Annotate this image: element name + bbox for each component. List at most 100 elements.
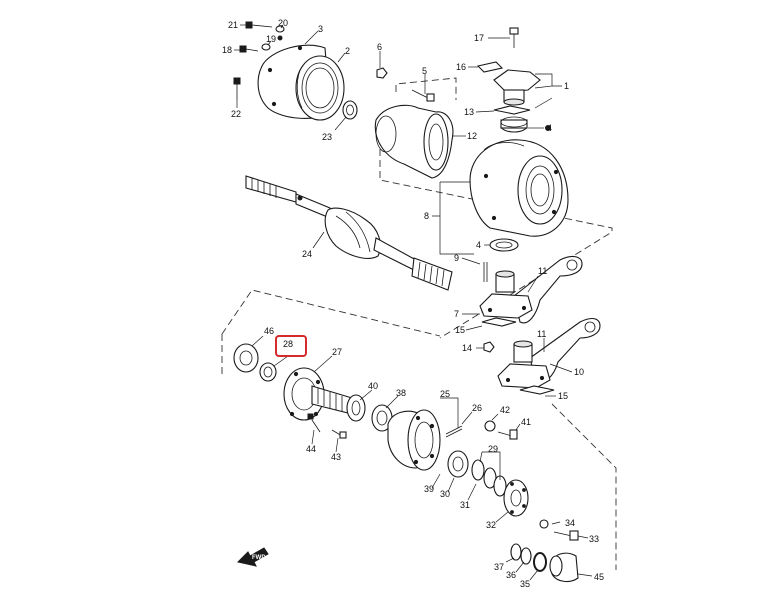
label-37: 37 <box>494 562 504 572</box>
part-24-drive-shaft <box>245 175 453 291</box>
label-33: 33 <box>589 534 599 544</box>
label-9: 9 <box>454 253 459 263</box>
label-4-upper: 4 <box>547 123 552 133</box>
part-4-bearing-upper <box>500 116 551 133</box>
part-16-plate <box>476 61 504 73</box>
part-29-rings <box>471 459 507 497</box>
part-35-o-ring <box>533 552 547 572</box>
label-8: 8 <box>424 211 429 221</box>
part-38-seal <box>371 404 393 432</box>
label-38: 38 <box>396 388 406 398</box>
part-15-shim-lower <box>519 385 555 395</box>
label-11-upper: 11 <box>538 266 547 276</box>
part-23-washer <box>342 100 358 120</box>
part-42-washer <box>484 420 496 432</box>
part-20-washer <box>275 25 285 41</box>
part-27-spindle-hub <box>283 367 353 421</box>
part-2-oil-seal-ring <box>295 55 345 121</box>
part-40-bearing <box>346 394 366 422</box>
highlight-box-part-28 <box>275 335 307 357</box>
part-36-ring <box>520 547 532 565</box>
part-26-stud <box>445 425 463 438</box>
label-12: 12 <box>467 131 477 141</box>
label-16: 16 <box>456 62 466 72</box>
part-5-bolt <box>411 89 435 102</box>
part-32-flange <box>503 479 529 517</box>
label-14: 14 <box>462 343 472 353</box>
part-45-hub-cap <box>549 552 579 583</box>
label-22: 22 <box>231 109 241 119</box>
label-15-lower: 15 <box>558 391 568 401</box>
label-11-lower: 11 <box>537 329 546 339</box>
label-27: 27 <box>332 347 342 357</box>
part-4-bearing-lower <box>489 238 519 252</box>
part-10-lower-kingpin <box>497 340 551 389</box>
label-39: 39 <box>424 484 434 494</box>
label-2: 2 <box>345 46 350 56</box>
part-30-bearing <box>447 450 469 478</box>
part-1-kingpin-cap <box>493 69 541 106</box>
part-15-shim-upper <box>481 317 517 327</box>
assembly-frame-lower <box>221 289 617 570</box>
label-46: 46 <box>264 326 274 336</box>
label-6: 6 <box>377 42 382 52</box>
label-23: 23 <box>322 132 332 142</box>
part-6-nut <box>376 67 388 79</box>
label-32: 32 <box>486 520 496 530</box>
part-21-bolt <box>245 21 273 29</box>
part-43-bolt <box>331 429 347 439</box>
label-19: 19 <box>266 34 276 44</box>
label-34: 34 <box>565 518 575 528</box>
label-3: 3 <box>318 24 323 34</box>
label-20: 20 <box>278 18 288 28</box>
label-42: 42 <box>500 405 510 415</box>
label-43: 43 <box>331 452 341 462</box>
part-12-knuckle-casting <box>374 104 454 179</box>
label-41: 41 <box>521 417 531 427</box>
label-7: 7 <box>454 309 459 319</box>
part-9-pin <box>483 262 488 282</box>
label-36: 36 <box>506 570 516 580</box>
label-24: 24 <box>302 249 312 259</box>
label-4-lower: 4 <box>476 240 481 250</box>
label-17: 17 <box>474 33 484 43</box>
part-41-bolt <box>497 429 518 440</box>
part-8-knuckle-housing <box>469 139 569 237</box>
part-14-nut <box>483 341 495 353</box>
label-40: 40 <box>368 381 378 391</box>
part-labels: 21 20 3 18 19 2 6 5 17 16 1 22 23 13 12 … <box>222 18 604 589</box>
label-45: 45 <box>594 572 604 582</box>
part-37-ring <box>510 543 522 561</box>
label-30: 30 <box>440 489 450 499</box>
part-19-washer <box>261 43 271 51</box>
label-5: 5 <box>422 66 427 76</box>
label-21: 21 <box>228 20 238 30</box>
part-46-bearing <box>233 343 259 373</box>
part-34-washer <box>539 519 549 529</box>
leader-lines <box>234 24 593 581</box>
label-28: 28 <box>283 339 293 349</box>
part-39-hub-drum <box>387 409 441 471</box>
label-13: 13 <box>464 107 474 117</box>
part-28-seal <box>259 362 277 382</box>
label-31: 31 <box>460 500 470 510</box>
part-33-bolt <box>553 530 579 541</box>
part-22-bolt <box>233 77 241 100</box>
label-25: 25 <box>440 389 450 399</box>
label-44: 44 <box>306 444 316 454</box>
label-26: 26 <box>472 403 482 413</box>
forward-direction-arrow: FWD <box>237 547 269 567</box>
assembly-frame-upper <box>379 77 613 339</box>
label-18: 18 <box>222 45 232 55</box>
label-10: 10 <box>574 367 584 377</box>
label-15-upper: 15 <box>455 325 465 335</box>
label-29: 29 <box>488 444 498 454</box>
svg-text:FWD: FWD <box>252 555 266 561</box>
part-7-lower-kingpin <box>479 270 533 319</box>
part-18-bolt <box>239 45 259 53</box>
label-35: 35 <box>520 579 530 589</box>
part-17-bolt <box>509 27 519 48</box>
label-1: 1 <box>564 81 569 91</box>
part-13-shim <box>493 105 531 115</box>
